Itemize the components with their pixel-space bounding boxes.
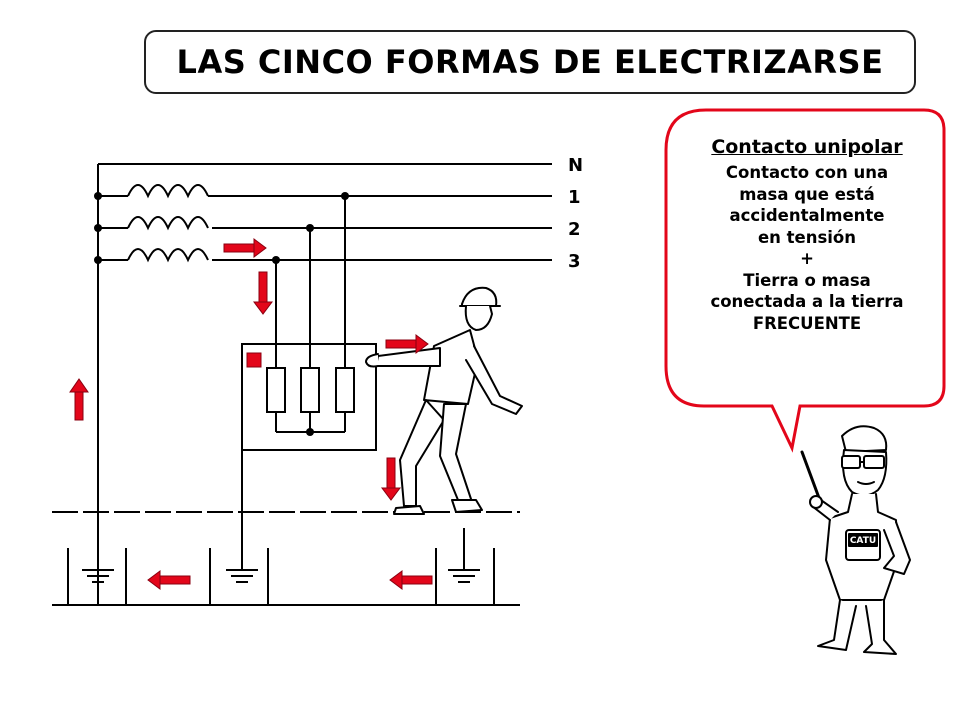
resistor bbox=[266, 367, 286, 413]
inductor-coils bbox=[100, 184, 236, 264]
ground-symbol-icon bbox=[209, 548, 269, 605]
bubble-line: Tierra o masa bbox=[743, 270, 871, 290]
fault-indicator bbox=[246, 352, 262, 368]
label-1: 1 bbox=[568, 187, 581, 208]
bubble-line: + bbox=[800, 249, 814, 268]
bubble-line: FRECUENTE bbox=[752, 313, 862, 333]
speech-bubble bbox=[664, 108, 946, 453]
current-arrow-icon bbox=[385, 334, 429, 354]
worker-figure bbox=[365, 286, 523, 515]
technician-mascot: CATU bbox=[800, 425, 911, 655]
inductor-coil-icon bbox=[127, 248, 212, 264]
bubble-heading: Contacto unipolar bbox=[711, 136, 903, 158]
current-arrow-icon bbox=[69, 378, 89, 421]
current-arrow-icon bbox=[147, 570, 191, 590]
page-title: LAS CINCO FORMAS DE ELECTRIZARSE bbox=[176, 43, 884, 81]
mascot-badge bbox=[848, 533, 878, 547]
current-arrows bbox=[69, 238, 433, 590]
current-arrow-icon bbox=[381, 457, 401, 501]
bubble-text: Contacto unipolar Contacto con una masa … bbox=[662, 134, 952, 334]
label-3: 3 bbox=[568, 251, 581, 272]
label-2: 2 bbox=[568, 219, 581, 240]
ground-symbol-icon bbox=[67, 548, 127, 605]
current-arrow-icon bbox=[253, 271, 273, 315]
ground-pits bbox=[67, 528, 495, 605]
bubble-line: accidentalmente bbox=[729, 206, 885, 225]
bubble-line: en tensión bbox=[757, 227, 857, 247]
title-box: LAS CINCO FORMAS DE ELECTRIZARSE bbox=[144, 30, 916, 94]
current-arrow-icon bbox=[223, 238, 267, 258]
resistor bbox=[300, 367, 320, 413]
mascot-badge-label: CATU bbox=[850, 536, 876, 546]
current-arrow-icon bbox=[389, 570, 433, 590]
label-n: N bbox=[568, 155, 583, 176]
inductor-coil-icon bbox=[100, 184, 236, 200]
bubble-line: conectada a la tierra bbox=[710, 292, 904, 311]
bubble-line: masa que está bbox=[739, 184, 875, 204]
ground-symbol-icon bbox=[435, 528, 495, 605]
resistor bbox=[335, 367, 355, 413]
inductor-coil-icon bbox=[127, 216, 212, 232]
bubble-line: Contacto con una bbox=[725, 163, 889, 182]
equipment-enclosure bbox=[241, 196, 377, 570]
